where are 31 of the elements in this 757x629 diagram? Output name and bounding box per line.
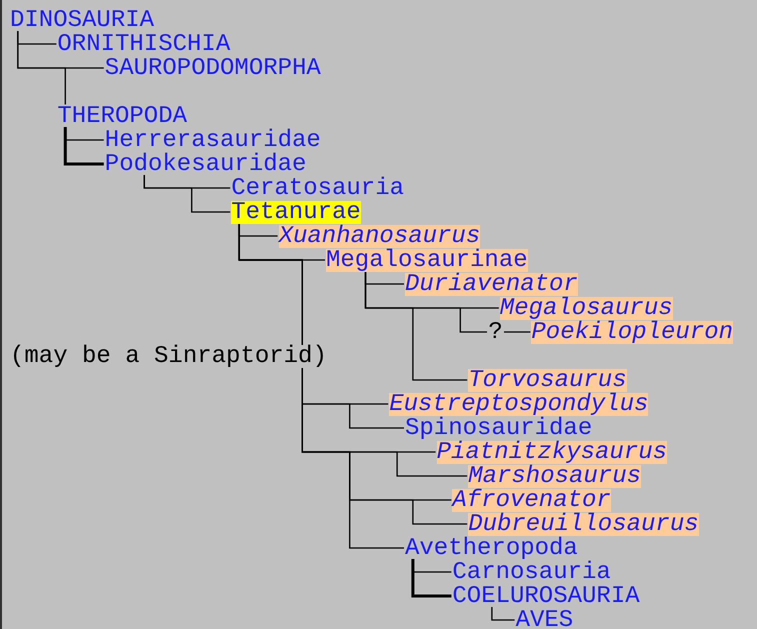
taxon-name: Tetanurae <box>231 200 361 224</box>
taxon-name: AVES <box>516 608 574 629</box>
branch-line <box>238 223 404 549</box>
taxon-name: Afrovenator <box>452 488 611 512</box>
branch-line <box>17 31 66 104</box>
taxon-name: DINOSAURIA <box>10 8 154 32</box>
branch-line <box>411 559 452 598</box>
taxon-name: Duriavenator <box>405 272 578 296</box>
taxon-name: Dubreuillosaurus <box>468 512 699 536</box>
taxon-name: THEROPODA <box>57 104 188 128</box>
taxon-name: Eustreptospondylus <box>389 392 648 416</box>
taxon-name: Marshosaurus <box>468 464 642 488</box>
taxon-name: COELUROSAURIA <box>452 584 640 608</box>
branch-line <box>491 607 515 621</box>
taxon-name: Avetheropoda <box>405 536 578 560</box>
branch-line <box>364 271 468 381</box>
taxon-name: Megalosaurus <box>500 296 673 320</box>
taxon-name: Piatnitzkysaurus <box>436 440 668 464</box>
taxon-name: Xuanhanosaurus <box>278 224 480 248</box>
taxon-name: Podokesauridae <box>104 152 306 176</box>
taxon-name: Ceratosauria <box>231 176 404 200</box>
taxon-name: Carnosauria <box>452 560 611 584</box>
branch-line <box>144 175 230 213</box>
taxon-name: ORNITHISCHIA <box>57 32 230 56</box>
branch-line <box>64 127 104 166</box>
taxon-name: Poekilopleuron <box>531 320 734 344</box>
taxon-name: Spinosauridae <box>405 416 592 440</box>
taxon-name: SAUROPODOMORPHA <box>104 56 321 80</box>
taxon-name: Torvosaurus <box>468 368 627 392</box>
taxon-name: Herrerasauridae <box>104 128 321 152</box>
taxon-name: Megalosaurinae <box>326 248 528 272</box>
